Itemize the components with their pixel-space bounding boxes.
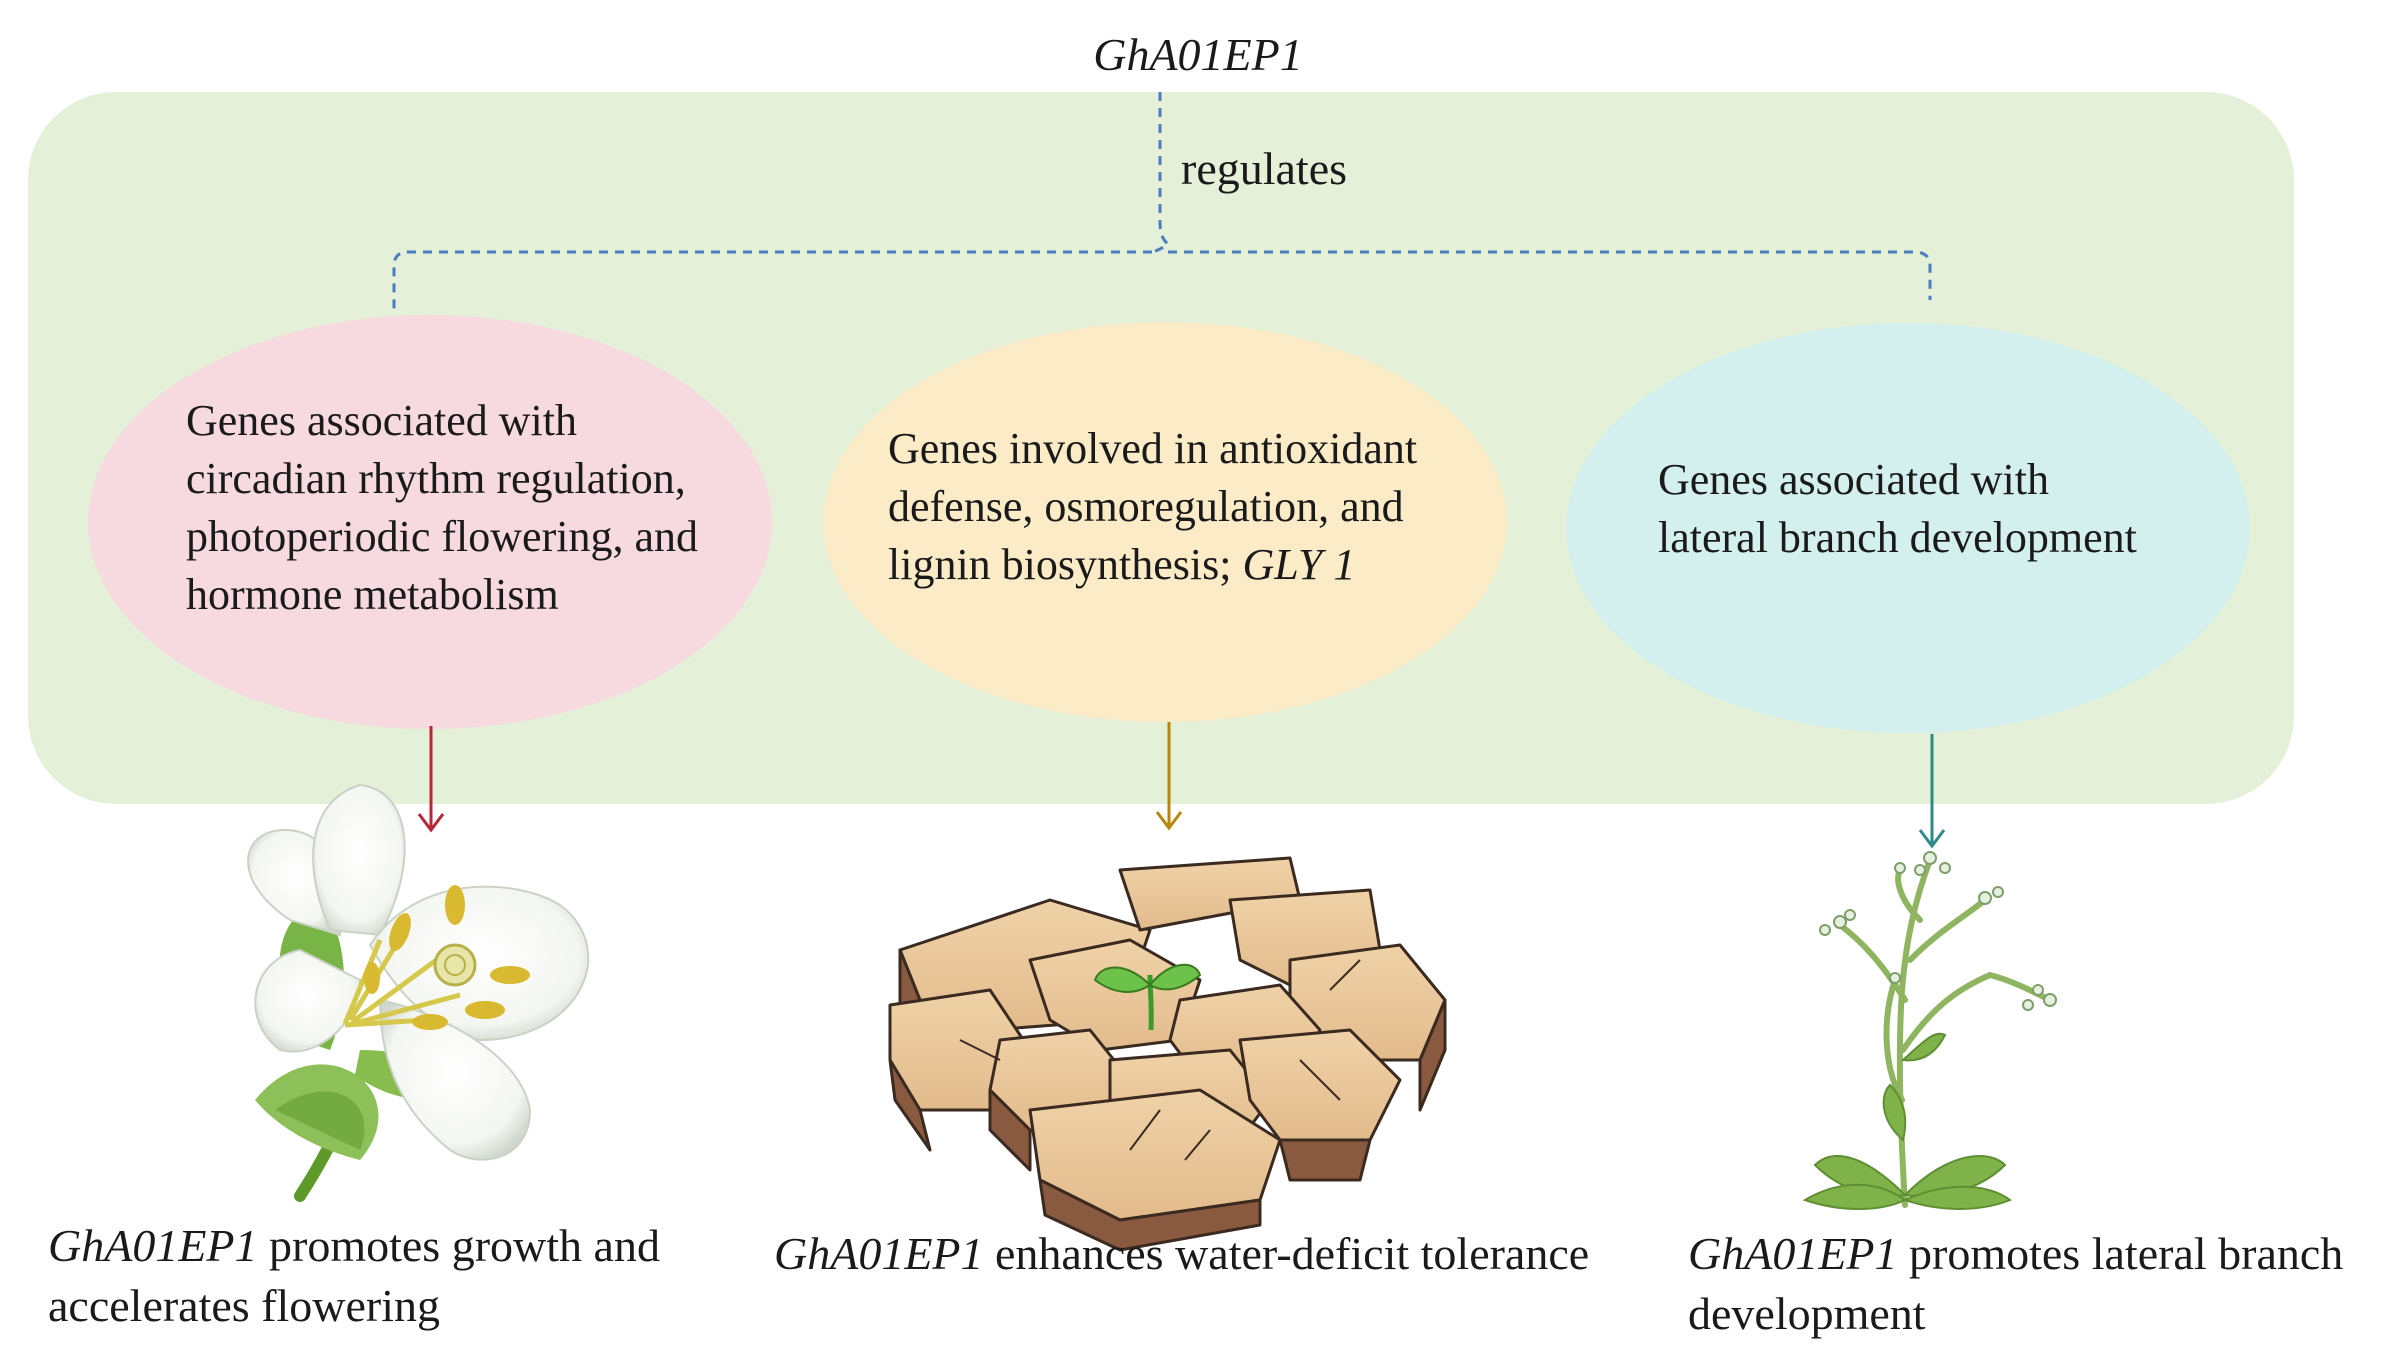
caption-stress: GhA01EP1 enhances water-deficit toleranc… [774, 1224, 1589, 1284]
flowering-genes-line: circadian rhythm regulation, [186, 454, 686, 503]
arrow-to-plant [1918, 734, 1946, 849]
caption-gene-name: GhA01EP1 [48, 1220, 258, 1271]
caption-gene-name: GhA01EP1 [1688, 1228, 1898, 1279]
gly1-gene-name: GLY 1 [1242, 540, 1356, 589]
regulation-connector [392, 92, 1932, 310]
flowering-genes-text: Genes associated with circadian rhythm r… [186, 392, 698, 624]
arrow-to-flower [417, 726, 445, 833]
caption-flowering-line: GhA01EP1 promotes growth and [48, 1216, 660, 1276]
arrow-to-soil [1155, 722, 1183, 831]
branch-genes-line: Genes associated with [1658, 455, 2049, 504]
flowering-genes-line: photoperiodic flowering, and [186, 512, 698, 561]
stress-genes-line: defense, osmoregulation, and [888, 482, 1404, 531]
oval-flowering-genes [88, 315, 772, 729]
oval-stress-genes [823, 322, 1507, 722]
caption-gene-name: GhA01EP1 [774, 1228, 984, 1279]
white-flower-icon [247, 783, 590, 1202]
caption-branch: GhA01EP1 promotes lateral branch develop… [1688, 1224, 2343, 1344]
gene-title: GhA01EP1 [1093, 29, 1303, 80]
stress-genes-line: lignin biosynthesis; GLY 1 [888, 536, 1417, 594]
caption-branch-line: development [1688, 1288, 1926, 1339]
stress-genes-line-prefix: lignin biosynthesis; [888, 540, 1243, 589]
caption-text: promotes lateral branch [1897, 1228, 2344, 1279]
caption-text: enhances water-deficit tolerance [983, 1228, 1590, 1279]
stress-genes-line: Genes involved in antioxidant [888, 424, 1418, 473]
flowering-genes-line: Genes associated with [186, 396, 577, 445]
branch-genes-text: Genes associated with lateral branch dev… [1658, 451, 2137, 567]
oval-branch-genes [1566, 323, 2250, 733]
caption-text: promotes growth and [257, 1220, 660, 1271]
regulates-label: regulates [1181, 143, 1348, 194]
caption-stress-line: GhA01EP1 enhances water-deficit toleranc… [774, 1224, 1589, 1284]
cracked-dry-soil-seedling-icon [888, 856, 1447, 1252]
branch-genes-line: lateral branch development [1658, 513, 2137, 562]
stress-genes-text: Genes involved in antioxidant defense, o… [888, 420, 1417, 594]
flowering-genes-line: hormone metabolism [186, 570, 559, 619]
branched-plant-icon [1802, 851, 2057, 1210]
caption-flowering-line: accelerates flowering [48, 1280, 441, 1331]
caption-branch-line: GhA01EP1 promotes lateral branch [1688, 1224, 2343, 1284]
caption-flowering: GhA01EP1 promotes growth and accelerates… [48, 1216, 660, 1336]
